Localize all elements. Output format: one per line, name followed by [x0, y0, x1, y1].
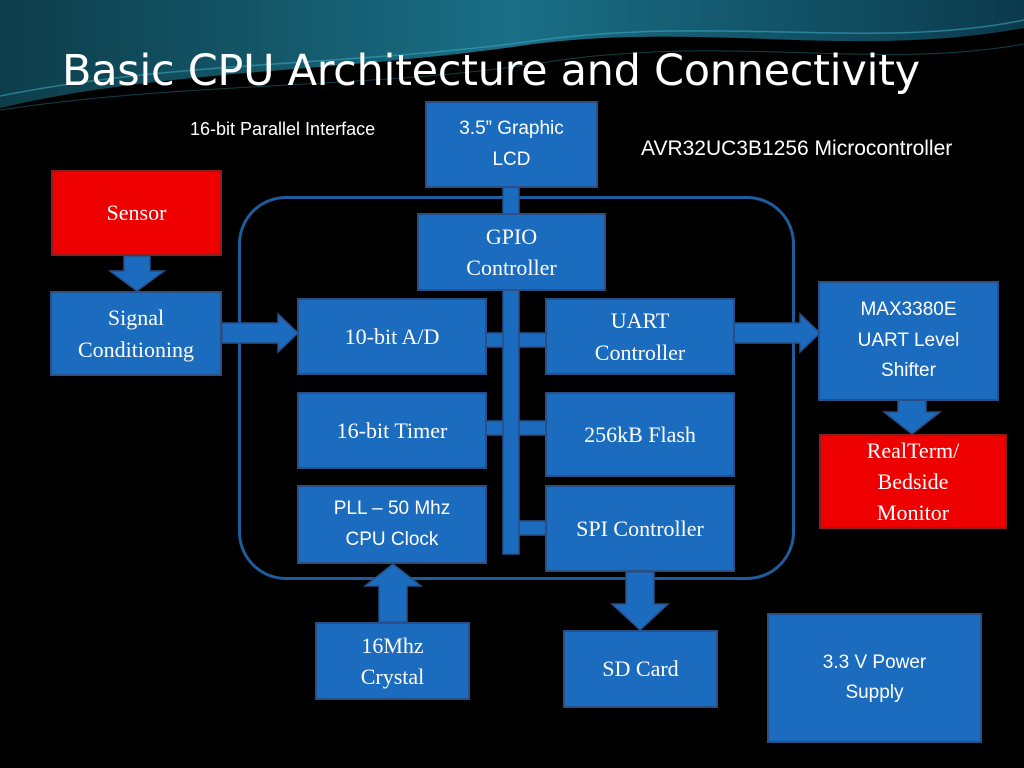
- realterm-monitor-block: RealTerm/ Bedside Monitor: [819, 434, 1007, 529]
- bus-stub-timer: [485, 420, 504, 436]
- power-supply-block: 3.3 V Power Supply: [767, 613, 982, 743]
- arrow-sensor-to-signal: [107, 255, 167, 292]
- bus-stub-adc: [485, 332, 504, 348]
- uart-controller-block: UART Controller: [545, 298, 735, 375]
- arrow-max3380-to-realterm: [881, 399, 943, 435]
- bus-stub-spi: [518, 520, 547, 536]
- timer-block: 16-bit Timer: [297, 392, 487, 469]
- crystal-block: 16Mhz Crystal: [315, 622, 470, 700]
- sensor-block: Sensor: [51, 170, 222, 256]
- flash-block: 256kB Flash: [545, 392, 735, 477]
- system-bus: [502, 287, 520, 555]
- bus-label: 16-bit Parallel Interface: [190, 119, 376, 139]
- slide-title: Basic CPU Architecture and Connectivity: [62, 46, 920, 96]
- gpio-controller-block: GPIO Controller: [417, 213, 606, 291]
- max3380-block: MAX3380E UART Level Shifter: [818, 281, 999, 401]
- signal-conditioning-block: Signal Conditioning: [50, 291, 222, 376]
- pll-clock-block: PLL – 50 Mhz CPU Clock: [297, 485, 487, 564]
- arrow-signal-to-adc: [221, 312, 300, 354]
- arrow-crystal-to-pll: [362, 563, 424, 623]
- spi-controller-block: SPI Controller: [545, 485, 735, 572]
- lcd-block: 3.5” Graphic LCD: [425, 101, 598, 188]
- arrow-uart-to-max3380: [733, 312, 822, 354]
- adc-block: 10-bit A/D: [297, 298, 487, 375]
- bus-stub-flash: [518, 420, 547, 436]
- lcd-bus: [502, 185, 520, 215]
- sd-card-block: SD Card: [563, 630, 718, 708]
- bus-stub-uart: [518, 332, 547, 348]
- arrow-spi-to-sdcard: [610, 571, 670, 632]
- mcu-label: AVR32UC3B1256 Microcontroller: [641, 137, 953, 160]
